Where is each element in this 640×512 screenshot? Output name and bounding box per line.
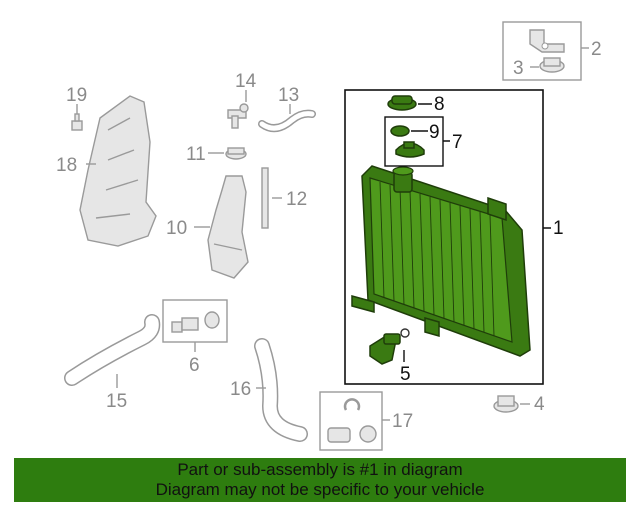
radiator-cap-part[interactable] bbox=[387, 95, 417, 111]
callout-3: 3 bbox=[513, 58, 524, 79]
parts-diagram: 5 8 9 7 1 3 2 4 bbox=[56, 21, 602, 451]
banner-line-1: Part or sub-assembly is #1 in diagram bbox=[177, 460, 463, 479]
callout-9: 9 bbox=[429, 122, 440, 143]
banner-line-2: Diagram may not be specific to your vehi… bbox=[155, 480, 485, 499]
callout-13: 13 bbox=[278, 85, 299, 106]
subassembly-17-frame bbox=[319, 391, 383, 451]
radiator-assembly-frame bbox=[344, 89, 544, 385]
callout-17: 17 bbox=[392, 411, 413, 432]
callout-19: 19 bbox=[66, 85, 87, 106]
cap-seal-part[interactable] bbox=[390, 125, 410, 137]
hose-joint-part[interactable] bbox=[227, 103, 249, 129]
upper-hose-part[interactable] bbox=[254, 338, 308, 442]
oring-icon bbox=[400, 328, 410, 338]
callout-4: 4 bbox=[534, 394, 545, 415]
fan-shroud-part[interactable] bbox=[79, 95, 157, 247]
mount-bracket-part[interactable] bbox=[529, 29, 565, 53]
callout-8: 8 bbox=[434, 94, 445, 115]
pressure-cap-part[interactable] bbox=[395, 141, 425, 158]
lower-hose-part[interactable] bbox=[64, 314, 161, 386]
callout-7: 7 bbox=[452, 132, 463, 153]
water-outlet-part[interactable] bbox=[327, 425, 377, 443]
reservoir-cap-part[interactable] bbox=[225, 147, 247, 160]
thermostat-housing-part[interactable] bbox=[171, 311, 220, 333]
drain-plug-part[interactable] bbox=[369, 333, 401, 365]
lower-cushion-part[interactable] bbox=[493, 395, 519, 413]
callout-11: 11 bbox=[186, 144, 206, 165]
callout-12: 12 bbox=[286, 189, 307, 210]
callout-2: 2 bbox=[591, 39, 602, 60]
radiator-part[interactable] bbox=[351, 165, 531, 357]
callout-10: 10 bbox=[166, 218, 187, 239]
overflow-hose-part[interactable] bbox=[258, 109, 316, 133]
hose-clamp-part[interactable] bbox=[343, 398, 361, 411]
bolt-part[interactable] bbox=[71, 113, 83, 131]
hose-pipe-part[interactable] bbox=[261, 167, 269, 229]
subassembly-2-frame bbox=[502, 21, 582, 81]
callout-6: 6 bbox=[189, 355, 200, 376]
callout-16: 16 bbox=[230, 379, 251, 400]
callout-14: 14 bbox=[235, 71, 257, 92]
callout-15: 15 bbox=[106, 391, 127, 412]
callout-18: 18 bbox=[56, 155, 77, 176]
callout-5: 5 bbox=[400, 364, 411, 385]
reserve-tank-part[interactable] bbox=[207, 175, 249, 279]
mount-cushion-part[interactable] bbox=[539, 57, 565, 73]
info-banner: Part or sub-assembly is #1 in diagram Di… bbox=[14, 458, 626, 502]
callout-1: 1 bbox=[553, 218, 564, 239]
